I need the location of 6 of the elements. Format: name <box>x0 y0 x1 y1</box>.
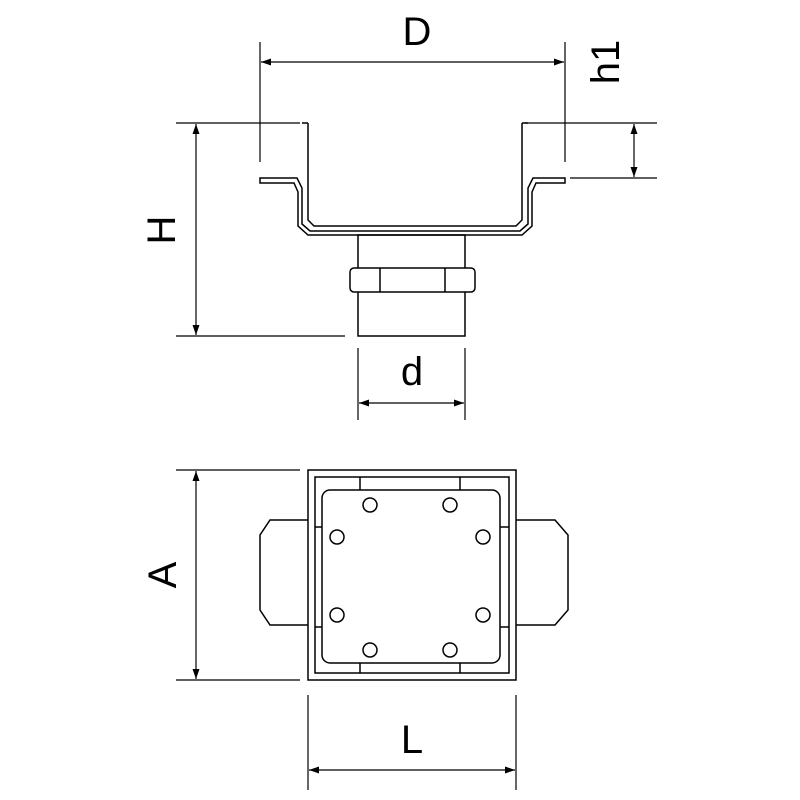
dimension-label: L <box>400 720 424 760</box>
dimension-label: A <box>143 562 183 588</box>
dimension-label: d <box>400 352 424 392</box>
dimension-label: H <box>142 216 182 244</box>
dimension-label: h1 <box>586 40 626 84</box>
dimension-label: D <box>402 12 432 52</box>
